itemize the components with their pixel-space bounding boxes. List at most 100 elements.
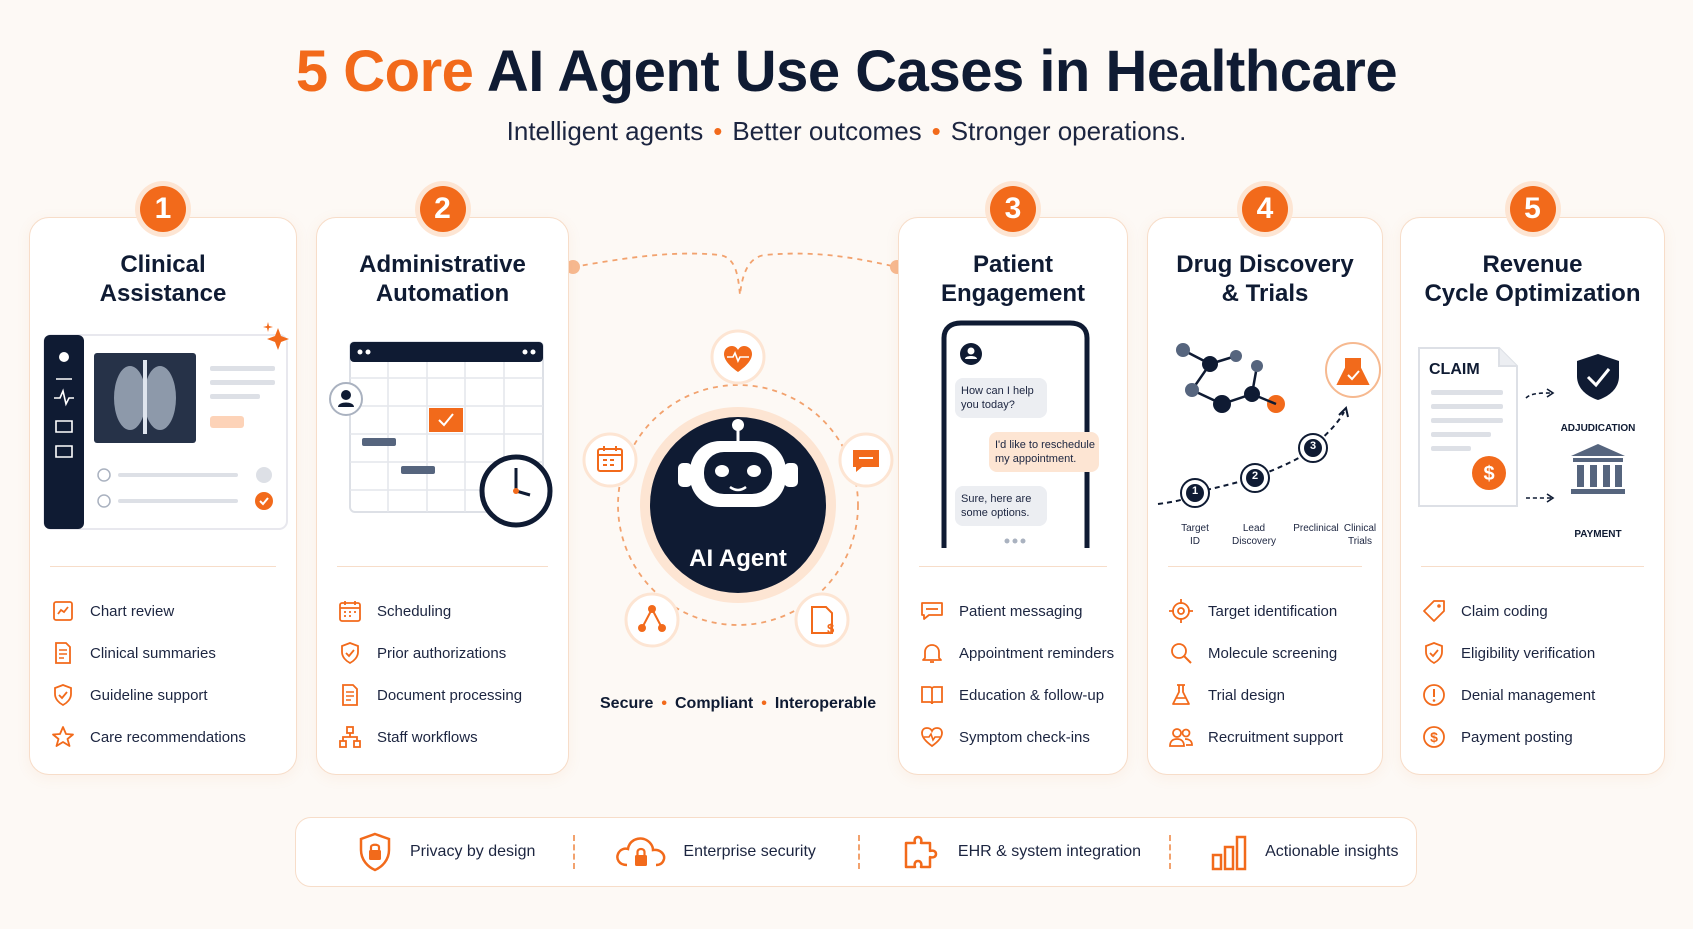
chat-bubble-agent: Sure, here are some options. [961, 493, 1032, 519]
card-number-badge: 5 [1509, 186, 1556, 232]
bell-icon [922, 644, 942, 663]
divider [1168, 566, 1362, 567]
page-title: 5 Core AI Agent Use Cases in Healthcare [0, 38, 1693, 105]
stage-label: Target ID [1181, 523, 1209, 547]
feature-integration[interactable]: EHR & system integration [902, 831, 1141, 873]
use-case-list: Scheduling Prior authorizations Document… [337, 590, 558, 758]
list-item[interactable]: Molecule screening [1168, 632, 1372, 674]
divider [1421, 566, 1644, 567]
card-number-badge: 4 [1242, 186, 1288, 232]
page-tagline: Intelligent agents•Better outcomes•Stron… [506, 116, 1187, 146]
divider [337, 566, 548, 567]
invoice-satellite-icon: $ [794, 592, 850, 648]
star-icon [52, 726, 74, 747]
divider [1169, 835, 1172, 869]
list-item[interactable]: Eligibility verification [1421, 632, 1654, 674]
feature-security[interactable]: Enterprise security [613, 831, 816, 873]
bar-chart-icon [1211, 835, 1247, 871]
shield-check-icon [1425, 642, 1443, 664]
claim-label: CLAIM [1429, 361, 1480, 378]
pillars: Secure•Compliant•Interoperable [600, 695, 877, 712]
tagline-part: Better outcomes [732, 116, 922, 146]
chat-bubble-patient: I'd like to reschedule my appointment. [995, 439, 1095, 465]
list-item[interactable]: Chart review [50, 590, 286, 632]
svg-text:$: $ [1483, 463, 1494, 485]
pillar-secure: Secure [600, 695, 654, 712]
stage-label: Lead Discovery [1232, 523, 1276, 547]
tagline-part: Stronger operations. [950, 116, 1187, 146]
list-item[interactable]: Clinical summaries [50, 632, 286, 674]
tagline-part: Intelligent agents [506, 116, 704, 146]
chat-icon [921, 602, 943, 620]
title-accent: 5 Core [295, 39, 474, 104]
list-item[interactable]: Trial design [1168, 674, 1372, 716]
clinical-dashboard-illustration [43, 322, 289, 530]
calendar-icon [339, 600, 361, 622]
svg-text:$: $ [827, 621, 835, 636]
search-icon [1171, 643, 1192, 664]
card-number-badge: 3 [990, 186, 1036, 232]
shield-check-icon [54, 684, 72, 706]
use-case-list: Patient messaging Appointment reminders … [919, 590, 1117, 758]
use-case-list: Target identification Molecule screening… [1168, 590, 1372, 758]
document-icon [342, 684, 358, 706]
stage-number: 1 [1191, 485, 1199, 497]
ai-agent-hub: $ [566, 252, 904, 648]
divider [857, 835, 860, 869]
list-item[interactable]: Recruitment support [1168, 716, 1372, 758]
payment-label: PAYMENT [1574, 529, 1622, 540]
calendar-satellite-icon [582, 432, 638, 488]
target-icon [1168, 598, 1194, 624]
card-number-badge: 2 [419, 186, 466, 232]
use-case-list: Claim coding Eligibility verification De… [1421, 590, 1654, 758]
shield-check-icon [341, 642, 359, 664]
list-item[interactable]: Care recommendations [50, 716, 286, 758]
pillar-compliant: Compliant [674, 695, 754, 712]
list-item[interactable]: Document processing [337, 674, 558, 716]
list-item[interactable]: Education & follow-up [919, 674, 1117, 716]
list-item[interactable]: Appointment reminders [919, 632, 1117, 674]
ai-agent-label: AI Agent [689, 545, 787, 572]
book-icon [921, 686, 943, 705]
list-item[interactable]: Guideline support [50, 674, 286, 716]
claim-flow-illustration: $ [1418, 347, 1625, 507]
workflow-icon [339, 726, 361, 748]
list-item[interactable]: Scheduling [337, 590, 558, 632]
divider [919, 566, 1107, 567]
stage-number: 3 [1309, 440, 1317, 452]
stage-number: 2 [1251, 470, 1259, 482]
document-icon [55, 642, 71, 664]
pillar-interoperable: Interoperable [774, 695, 877, 712]
phone-chat-illustration [941, 320, 1099, 548]
list-item[interactable]: Symptom check-ins [919, 716, 1117, 758]
card-drug-discovery[interactable]: 4 Drug Discovery& Trials 1 2 3 Target ID… [1147, 186, 1383, 775]
use-case-list: Chart review Clinical summaries Guidelin… [50, 590, 286, 758]
network-satellite-icon [624, 592, 680, 648]
list-item[interactable]: Claim coding [1421, 590, 1654, 632]
cloud-lock-icon [616, 837, 666, 867]
chat-satellite-icon [838, 432, 894, 488]
list-item[interactable]: Denial management [1421, 674, 1654, 716]
feature-insights[interactable]: Actionable insights [1209, 831, 1399, 873]
people-icon [1169, 728, 1193, 747]
heart-pulse-icon [921, 727, 943, 747]
list-item[interactable]: Patient messaging [919, 590, 1117, 632]
stage-label: Preclinical [1293, 523, 1339, 534]
chart-icon [53, 601, 73, 621]
feature-privacy[interactable]: Privacy by design [354, 831, 535, 873]
chat-bubble-agent: How can I help you today? [961, 385, 1034, 411]
puzzle-icon [904, 835, 938, 869]
card-number-badge: 1 [140, 186, 186, 232]
calendar-clock-illustration [329, 341, 553, 528]
list-item[interactable]: Payment posting [1421, 716, 1654, 758]
list-item[interactable]: Prior authorizations [337, 632, 558, 674]
list-item[interactable]: Staff workflows [337, 716, 558, 758]
list-item[interactable]: Target identification [1168, 590, 1372, 632]
